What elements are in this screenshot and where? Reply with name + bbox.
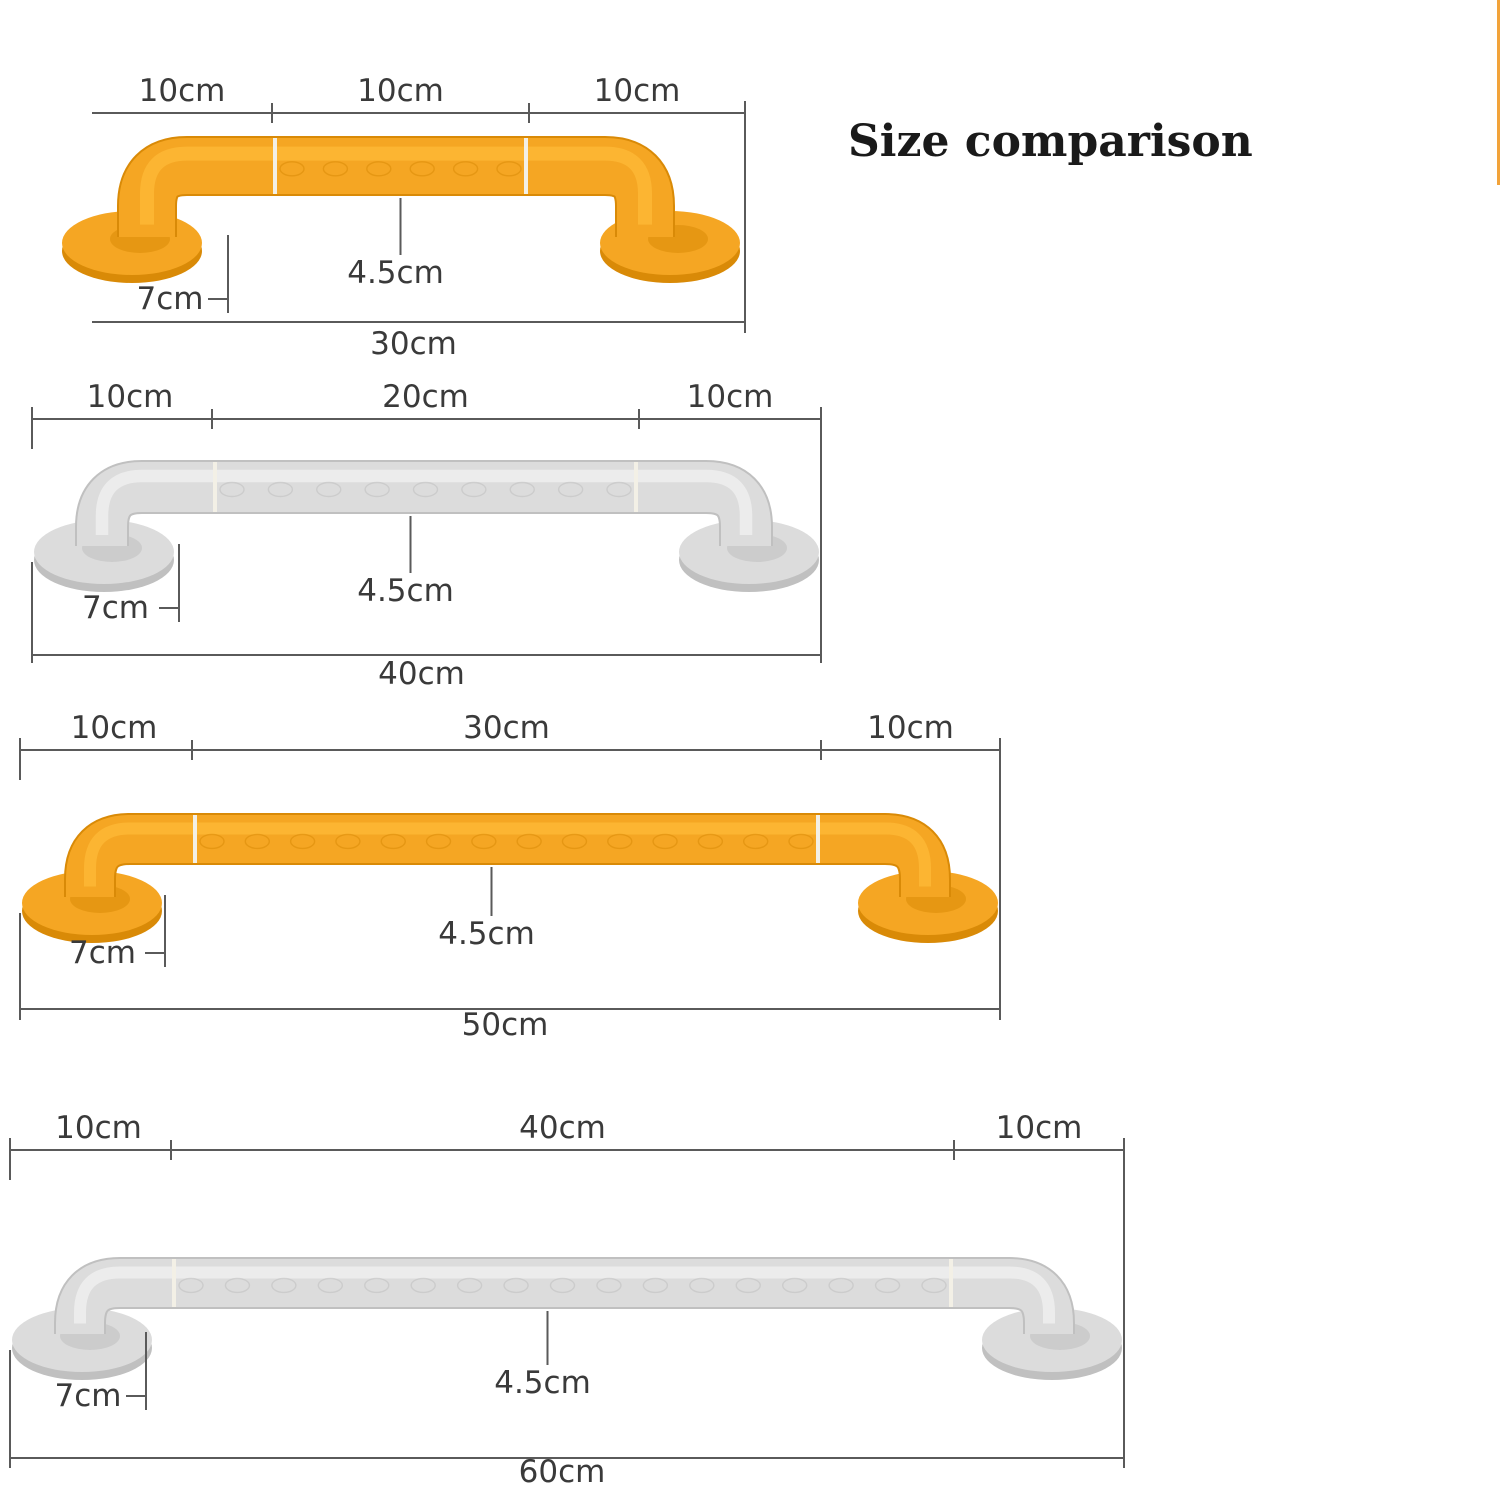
grip-bump (267, 481, 294, 498)
grip-bump (425, 833, 452, 850)
grab-bar-tube-highlight (74, 1266, 1055, 1324)
grip-bump (178, 1277, 204, 1294)
grip-bump (366, 161, 392, 177)
left-segment-label: 10cm (55, 1110, 142, 1146)
right-segment-label: 10cm (996, 1110, 1083, 1146)
grip-bump (279, 161, 305, 177)
grab-bar-group: 10cm 40cm 10cm 4.5cm 7cm 60cm (9, 1110, 1125, 1490)
middle-segment-label: 10cm (357, 73, 444, 109)
total-length-label: 40cm (378, 656, 465, 692)
right-segment-label: 10cm (687, 379, 774, 415)
grab-bar-group: 10cm 20cm 10cm 4.5cm 7cm 40cm (31, 379, 822, 692)
middle-segment-label: 40cm (519, 1110, 606, 1146)
grip-bump (561, 833, 588, 850)
grip-bump (380, 833, 406, 850)
grip-bump (828, 1277, 854, 1294)
grip-bump (781, 1277, 808, 1294)
grip-bump (409, 161, 435, 177)
grip-bump (607, 833, 633, 850)
grip-bump (516, 833, 542, 850)
grip-bump (322, 161, 349, 177)
middle-segment-label: 30cm (463, 710, 550, 746)
diagram-title: Size comparison (848, 116, 1253, 167)
diameter-label: 4.5cm (494, 1365, 591, 1401)
grab-bar-tube (119, 138, 673, 237)
grip-bump (224, 1277, 251, 1294)
grip-bump (689, 1277, 715, 1294)
grip-bump (199, 833, 225, 850)
right-segment-label: 10cm (867, 710, 954, 746)
grip-bump (471, 833, 497, 850)
base-width-label: 7cm (137, 281, 204, 317)
grip-bump (509, 481, 535, 498)
grip-bump (244, 833, 271, 850)
grip-bump (461, 481, 487, 498)
grip-bump (452, 161, 479, 177)
grip-bump (697, 833, 724, 850)
grip-bump (219, 481, 245, 498)
grip-bump (335, 833, 361, 850)
grip-bump (735, 1277, 761, 1294)
right-segment-label: 10cm (594, 73, 681, 109)
grab-bar-tube-highlight (84, 822, 931, 887)
grip-bump (364, 481, 390, 498)
grip-bump (316, 481, 342, 498)
grip-bump (496, 161, 522, 177)
edge-accent-strip (1497, 0, 1500, 185)
grip-bump (921, 1277, 947, 1294)
total-length-label: 50cm (462, 1007, 549, 1043)
grip-bump (788, 833, 814, 850)
grip-bump (456, 1277, 483, 1294)
grip-bump (289, 833, 316, 850)
grip-bump (271, 1277, 297, 1294)
grip-bump (652, 833, 678, 850)
left-segment-label: 10cm (71, 710, 158, 746)
total-length-label: 30cm (370, 326, 457, 362)
grip-bump (557, 481, 584, 498)
diameter-label: 4.5cm (357, 573, 454, 609)
grab-bar-tube-highlight (95, 469, 753, 535)
grip-bump (412, 481, 439, 498)
grip-bump (549, 1277, 576, 1294)
grab-bars-layer: 10cm 10cm 10cm 4.5cm 7cm 30cm 10cm 20cm 10cm 4.5c… (9, 73, 1125, 1490)
base-width-label: 7cm (55, 1378, 122, 1414)
total-length-label: 60cm (519, 1454, 606, 1490)
grip-bump (642, 1277, 669, 1294)
left-segment-label: 10cm (139, 73, 226, 109)
grip-bump (742, 833, 769, 850)
grab-bar-tube-highlight (140, 146, 652, 225)
base-width-label: 7cm (82, 590, 149, 626)
grab-bar-group: 10cm 30cm 10cm 4.5cm 7cm 50cm (19, 710, 1001, 1043)
diameter-label: 4.5cm (438, 916, 535, 952)
middle-segment-label: 20cm (382, 379, 469, 415)
grip-bump (410, 1277, 436, 1294)
grip-bump (364, 1277, 390, 1294)
grip-bump (596, 1277, 622, 1294)
grip-bump (503, 1277, 529, 1294)
grip-bump (874, 1277, 901, 1294)
diameter-label: 4.5cm (347, 255, 444, 291)
grip-bump (317, 1277, 344, 1294)
base-width-label: 7cm (69, 935, 136, 971)
grab-bar-group: 10cm 10cm 10cm 4.5cm 7cm 30cm (62, 73, 746, 362)
grip-bump (606, 481, 632, 498)
left-segment-label: 10cm (87, 379, 174, 415)
